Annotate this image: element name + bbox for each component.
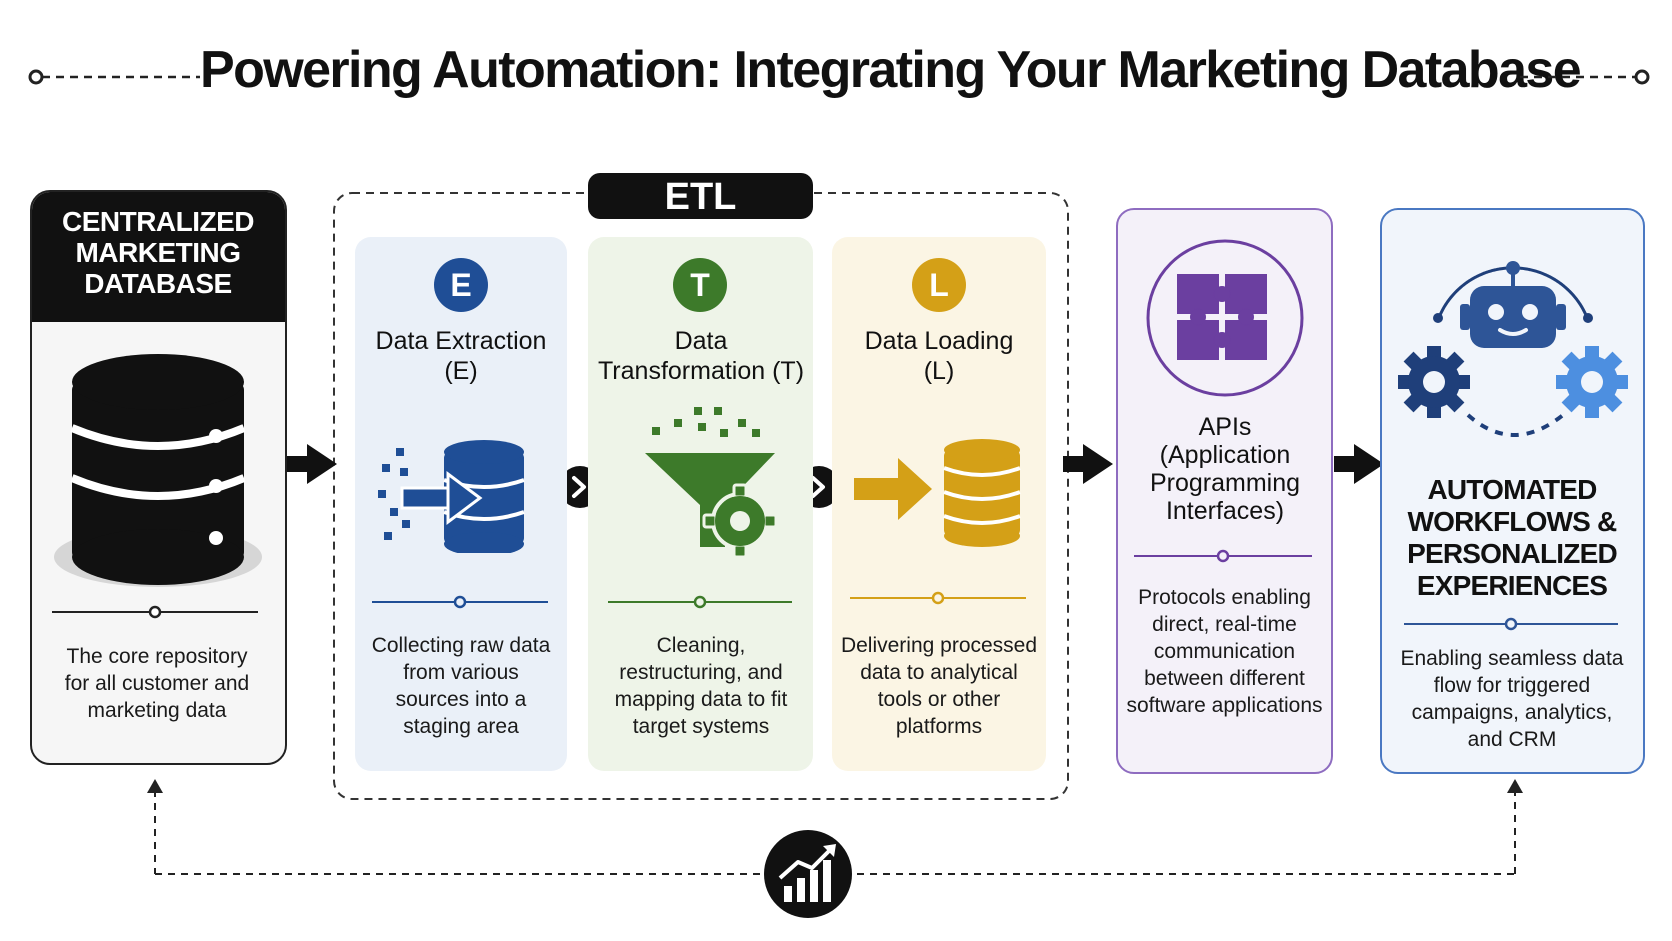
api-heading: APIs (Application Programming Interfaces… [1149, 413, 1301, 525]
automation-description: Enabling seamless data flow for triggere… [1400, 647, 1624, 751]
puzzle-icon [1146, 239, 1304, 397]
analytics-chart-icon [764, 830, 852, 918]
stage-loading-title: Data Loading (L) [864, 327, 1014, 385]
automation-heading: AUTOMATED WORKFLOWS & PERSONALIZED EXPER… [1407, 474, 1618, 601]
database-divider [52, 605, 258, 619]
stage-transformation-divider [608, 595, 792, 609]
page-title: Powering Automation: Integrating Your Ma… [200, 41, 1582, 99]
api-description: Protocols enabling direct, real-time com… [1126, 586, 1323, 717]
stage-loading-divider [850, 591, 1026, 605]
stage-extraction-divider [372, 595, 548, 609]
feedback-arrow-left [147, 779, 163, 793]
feedback-arrow-right [1507, 779, 1523, 793]
etl-label: ETL [664, 176, 737, 218]
extract-icon [378, 440, 525, 553]
etl-label-tab [588, 173, 813, 219]
stage-extraction-title: Data Extraction (E) [375, 327, 547, 385]
arrow-db-to-etl [287, 444, 337, 484]
etl-container [333, 192, 1069, 800]
stage-transformation-title: Data Transformation (T) [597, 327, 805, 385]
database-card-header [32, 192, 285, 322]
load-icon [854, 439, 1021, 547]
api-divider [1134, 549, 1312, 563]
stage-loading-badge: L [912, 258, 966, 312]
arrow-etl-to-api [1063, 444, 1113, 484]
stage-transformation-badge: T [673, 258, 727, 312]
title-right-dash [1520, 69, 1650, 85]
funnel-gear-icon [645, 407, 778, 559]
stage-extraction-description: Collecting raw data from various sources… [371, 634, 551, 738]
stage-extraction-badge: E [434, 258, 488, 312]
stage-transformation-description: Cleaning, restructuring, and mapping dat… [614, 634, 788, 738]
robot-gears-icon [1398, 261, 1628, 437]
arrow-api-to-auto [1334, 444, 1384, 484]
title-left-dash [28, 69, 200, 85]
stage-loading-description: Delivering processed data to analytical … [840, 634, 1038, 738]
database-icon [54, 354, 262, 587]
database-description: The core repository for all customer and… [64, 645, 250, 722]
database-heading: CENTRALIZED MARKETING DATABASE [61, 206, 255, 299]
automation-divider [1404, 617, 1618, 631]
